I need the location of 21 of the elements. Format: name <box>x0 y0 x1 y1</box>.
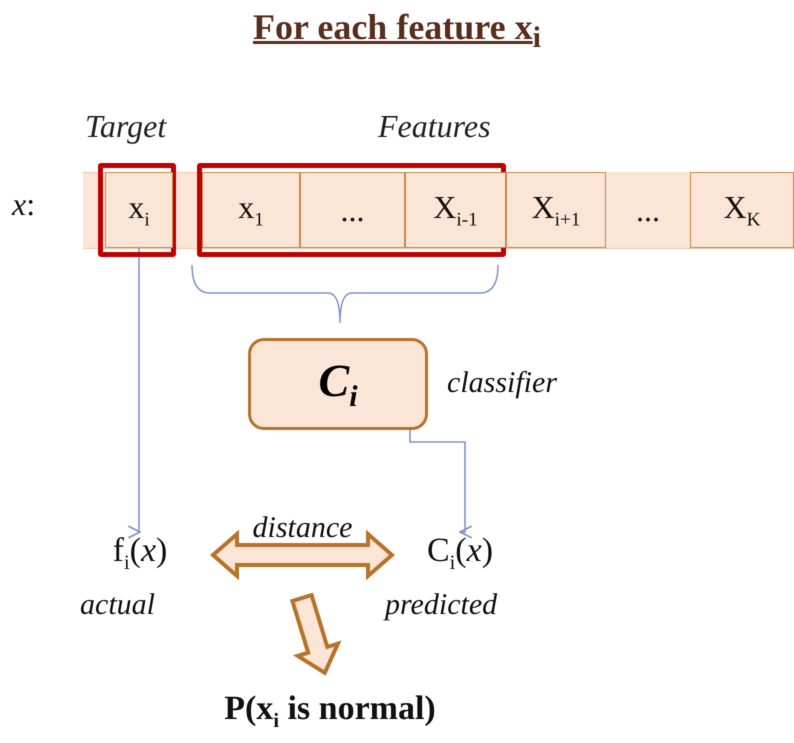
feature-cell: x$_{i}$ <box>105 172 173 248</box>
feature-cell: X$_{K}$ <box>690 172 794 248</box>
feature-cell: X$_{i-1}$ <box>405 172 506 248</box>
formula: f$_{i}$(x) <box>85 532 195 578</box>
group-heading: Features <box>378 108 491 145</box>
feature-cell: x$_{1}$ <box>202 172 300 248</box>
arrow <box>127 248 141 539</box>
block-arrow <box>290 592 342 676</box>
title: For each feature x$_{i}$ <box>252 6 542 56</box>
block-arrow <box>210 530 396 580</box>
formula: C$_{i}$(x) <box>410 532 510 578</box>
arrow <box>409 430 473 539</box>
node-caption: actual <box>80 588 155 622</box>
group-heading: Target <box>85 108 166 145</box>
feature-cell: X$_{i+1}$ <box>506 172 606 248</box>
node-caption: predicted <box>385 588 498 622</box>
node-caption: classifier <box>447 366 557 400</box>
feature-cell: ... <box>300 172 405 248</box>
classifier-box: C$_{i}$ <box>248 338 428 430</box>
vector-label: x: <box>12 186 36 223</box>
result-formula: P(x$_{i}$ is normal) <box>125 690 535 736</box>
